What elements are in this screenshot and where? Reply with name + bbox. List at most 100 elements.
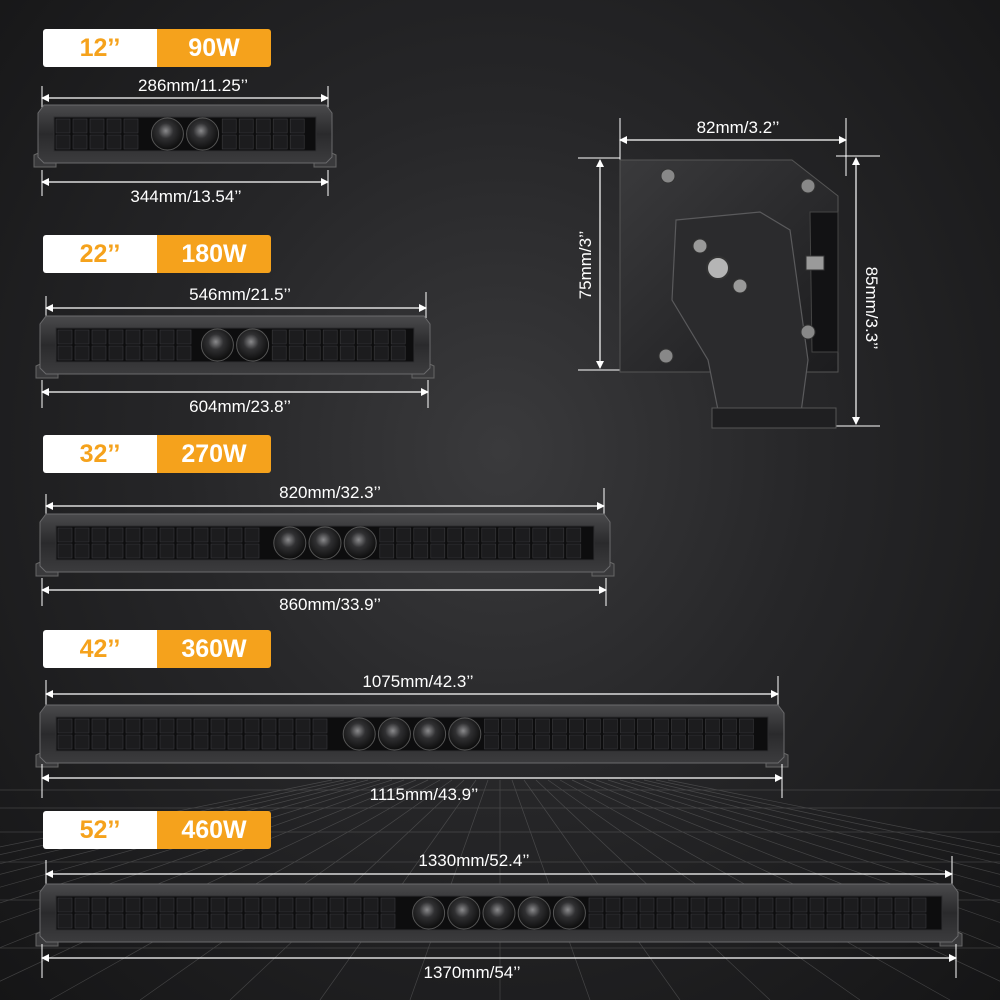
bracket-height-label: 75mm/3’’ [576, 231, 595, 300]
badge-22in-180w: 22’’ 180W [43, 235, 271, 273]
led-cell [622, 897, 638, 913]
led-cell [295, 734, 311, 750]
led-cell [739, 734, 754, 750]
led-cell [741, 897, 757, 913]
led-cell [125, 718, 141, 734]
projector-lens [342, 717, 376, 751]
led-cell [481, 527, 497, 543]
led-cell [125, 345, 141, 361]
led-cell [255, 134, 271, 150]
led-cell [447, 527, 463, 543]
led-cell [363, 897, 379, 913]
led-cell [894, 897, 910, 913]
led-cell [176, 734, 192, 750]
badge-12in-90w: 12’’ 90W [43, 29, 271, 67]
projector-lens [447, 896, 481, 930]
mounting-bracket-side-view: 82mm/3.2’’ 75mm/3’’ 85mm/3.3’’ [576, 118, 881, 429]
led-cell [390, 329, 406, 345]
adjust-knob-icon [805, 255, 825, 271]
led-cell [271, 345, 287, 361]
led-cell [305, 345, 321, 361]
led-cell [329, 913, 345, 929]
led-cell [569, 718, 584, 734]
led-cell [159, 897, 175, 913]
led-cell [295, 913, 311, 929]
led-cell [396, 543, 412, 559]
bar-power-label: 270W [157, 435, 271, 473]
led-cell [430, 543, 446, 559]
grid-line [667, 779, 1000, 848]
led-cell [688, 718, 703, 734]
led-cell [535, 734, 550, 750]
led-cell [413, 527, 429, 543]
badge-52in-460w: 52’’ 460W [43, 811, 271, 849]
projector-lens [236, 328, 270, 362]
grid-line [607, 779, 1000, 904]
projector-lens [517, 896, 551, 930]
led-cell [159, 543, 175, 559]
led-cell [707, 913, 723, 929]
led-cell [74, 913, 90, 929]
led-cell [722, 734, 737, 750]
led-cell [221, 134, 237, 150]
led-cell [210, 897, 226, 913]
grid-line [655, 779, 1000, 855]
led-cell [123, 118, 139, 134]
bar-size-label: 22’’ [43, 235, 157, 273]
screw-icon [658, 348, 674, 364]
led-cell [758, 913, 774, 929]
projector-lens [150, 117, 184, 151]
led-cell [193, 718, 209, 734]
led-cell [125, 543, 141, 559]
led-cell [91, 345, 107, 361]
led-cell [566, 527, 582, 543]
led-cell [278, 734, 294, 750]
led-cell [210, 527, 226, 543]
led-cell [244, 527, 260, 543]
led-cell [656, 913, 672, 929]
outer-dimension-label: 860mm/33.9’’ [279, 595, 381, 614]
led-cell [288, 329, 304, 345]
bracket-width-label: 82mm/3.2’’ [697, 118, 780, 137]
led-cell [552, 734, 567, 750]
led-cell [860, 913, 876, 929]
led-cell [261, 734, 277, 750]
led-cell [809, 913, 825, 929]
led-cell [346, 913, 362, 929]
led-cell [91, 527, 107, 543]
led-cell [322, 329, 338, 345]
led-cell [91, 329, 107, 345]
led-cell [210, 913, 226, 929]
led-cell [108, 718, 124, 734]
led-cell [671, 734, 686, 750]
led-cell [741, 913, 757, 929]
led-cell [586, 718, 601, 734]
led-cell [826, 913, 842, 929]
led-cell [159, 913, 175, 929]
inner-dimension-label: 286mm/11.25’’ [138, 76, 248, 95]
bar-size-label: 42’’ [43, 630, 157, 668]
led-cell [603, 718, 618, 734]
led-cell [413, 543, 429, 559]
bar-size-label: 52’’ [43, 811, 157, 849]
led-cell [89, 134, 105, 150]
led-cell [535, 718, 550, 734]
projector-lens [273, 526, 307, 560]
led-cell [221, 118, 237, 134]
led-cell [588, 897, 604, 913]
light-bar-group-12in: 286mm/11.25’’ 344mm/13.54’’ [33, 76, 337, 206]
led-cell [272, 134, 288, 150]
led-cell [227, 718, 243, 734]
led-cell [637, 734, 652, 750]
led-cell [552, 718, 567, 734]
bar-power-label: 180W [157, 235, 271, 273]
light-bar-group-42in: 1075mm/42.3’’ 1115mm/43.9’’ [35, 672, 789, 804]
led-cell [518, 734, 533, 750]
led-cell [159, 329, 175, 345]
led-cell [142, 329, 158, 345]
led-cell [210, 734, 226, 750]
led-cell [532, 527, 548, 543]
grid-line [643, 779, 1000, 865]
led-cell [159, 527, 175, 543]
bar-size-label: 32’’ [43, 435, 157, 473]
